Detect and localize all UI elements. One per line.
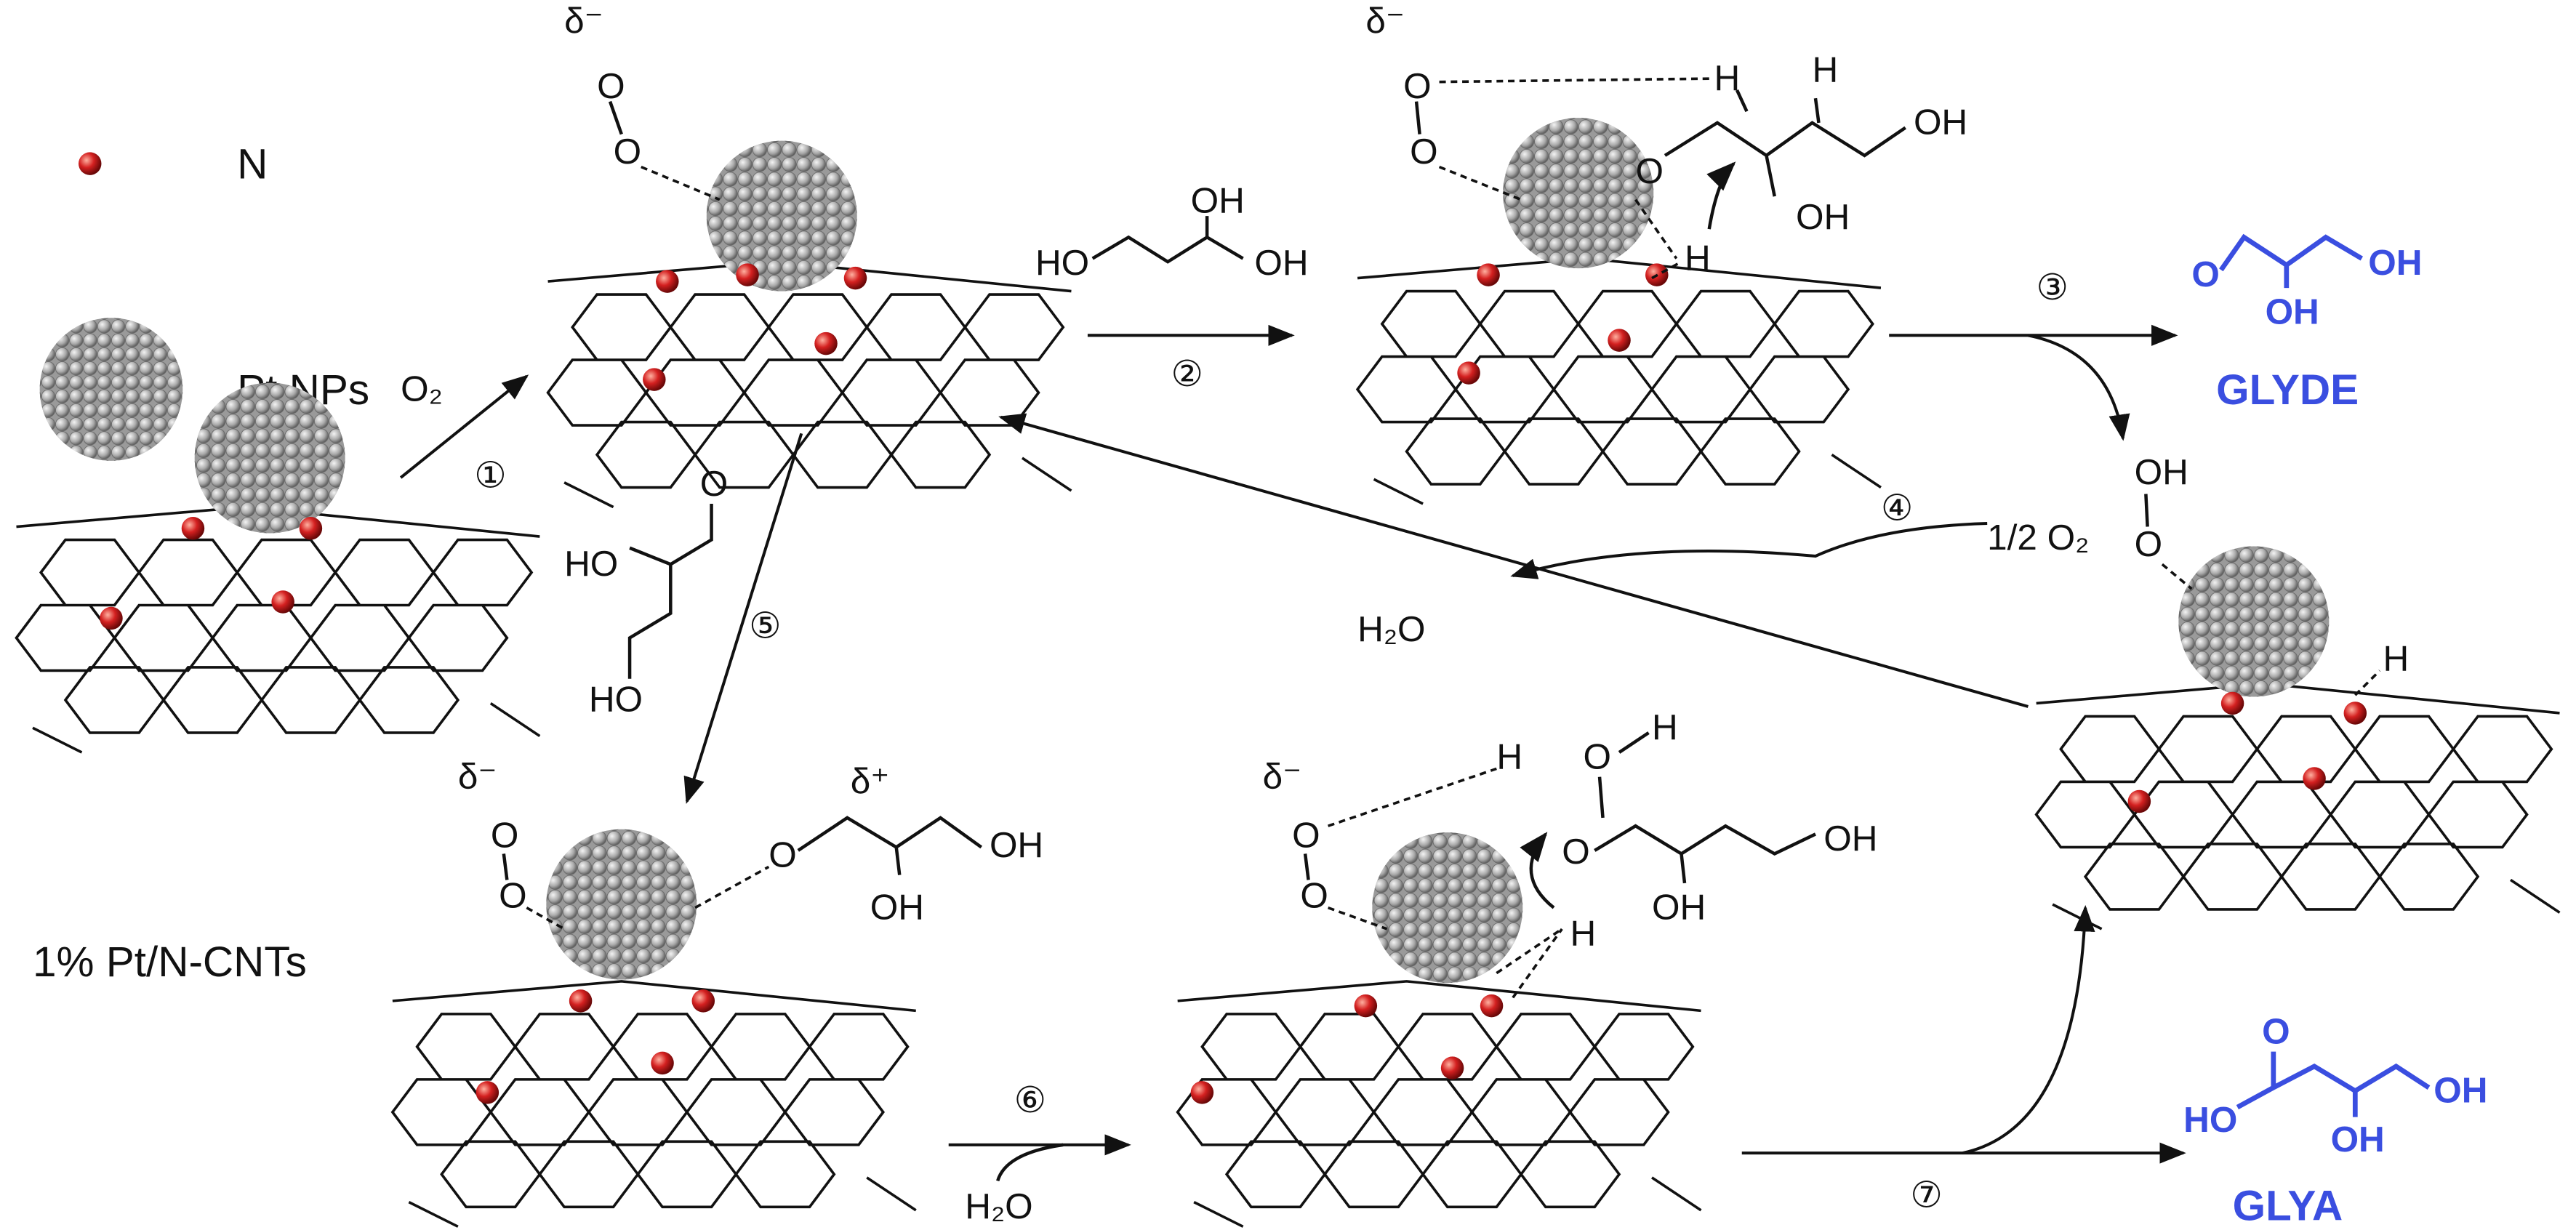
catalyst-label: 1% Pt/N-CNTs (33, 938, 307, 986)
step1-number: ① (474, 454, 506, 497)
oxygen-label: O (1292, 815, 1320, 855)
intermediate-hydrated-aldehyde: δ⁻ O O H O H O OH OH H (1176, 707, 1877, 1229)
catalyst-structure: 1% Pt/N-CNTs (15, 382, 542, 986)
glya-ho-label: HO (2183, 1100, 2237, 1140)
glya-oxygen-label: O (2262, 1011, 2290, 1051)
hydroperoxy-oh-label: OH (2135, 452, 2188, 492)
step5-arrow (683, 433, 803, 804)
glyde-label: GLYDE (2216, 366, 2359, 414)
half-o2-reagent: 1/2 O₂ (1987, 518, 2089, 558)
legend-n-label: N (237, 140, 268, 188)
glyde-oh-label: OH (2368, 243, 2422, 283)
step4-number: ④ (1881, 487, 1913, 529)
intermediate-o2-adsorbed: δ⁻ O O (546, 1, 1073, 509)
nitrogen-dot-icon (78, 152, 102, 175)
hydrogen-label: H (1652, 707, 1678, 747)
oxygen-label: O (597, 66, 625, 106)
intermediate-ooh-h: OH O H (2034, 452, 2561, 930)
hydroxyl-label: OH (1652, 887, 1706, 927)
step3-number: ③ (2037, 266, 2069, 308)
hydrogen-label: H (1685, 238, 1711, 278)
oxygen-label: O (614, 132, 641, 172)
oxygen-label: O (1636, 151, 1664, 191)
hydrogen-label: H (1496, 736, 1522, 776)
hydroxyl-label: OH (990, 825, 1043, 865)
glya-oh-label: OH (2433, 1070, 2487, 1110)
oxygen-label: O (499, 876, 526, 916)
delta-minus-label: δ⁻ (1365, 1, 1405, 41)
glycerol-oh-label: OH (1254, 243, 1308, 283)
oxygen-label: O (1584, 736, 1611, 776)
glya-product: O HO OH OH GLYA (2183, 1011, 2487, 1229)
step4-arrow (998, 413, 2029, 708)
step1-arrow (399, 374, 529, 479)
glyde-oh-label: OH (2266, 292, 2319, 332)
o2-reagent: O₂ (401, 369, 443, 409)
glya-oh-label: OH (2331, 1120, 2385, 1159)
intermediate-glycerol-adsorbed: δ⁻ O O H H O OH OH H (1356, 1, 1967, 505)
oxygen-label: O (769, 835, 796, 875)
hydroxyl-label: OH (1823, 819, 1877, 859)
delta-minus-label: δ⁻ (458, 756, 497, 796)
pt-nanoparticle-icon (39, 318, 183, 461)
h2o-byproduct-step4: H₂O (1357, 609, 1425, 649)
glyde-product: O OH OH GLYDE (2191, 233, 2423, 414)
glyceraldehyde-ho-label: HO (589, 680, 643, 720)
glycerol-oh-label: OH (1191, 181, 1245, 221)
hydrogen-label: H (1570, 913, 1597, 953)
hydroxyl-label: OH (870, 887, 924, 927)
glyceraldehyde-molecule: O HO HO (564, 464, 728, 720)
hydroxyl-label: OH (1914, 102, 1967, 142)
hydroxyl-label: OH (1796, 197, 1850, 237)
glya-label: GLYA (2233, 1182, 2343, 1229)
oxygen-label: O (1403, 66, 1431, 106)
step7-curved-arrow (1962, 905, 2095, 1155)
hydrogen-label: H (1714, 58, 1741, 98)
step2-number: ② (1171, 353, 1203, 395)
intermediate-glyceraldehyde-adsorbed: δ⁻ O O O δ⁺ OH OH (391, 756, 1043, 1229)
oxygen-label: O (1410, 132, 1437, 172)
step5-number: ⑤ (749, 604, 781, 646)
delta-minus-label: δ⁻ (1263, 756, 1302, 796)
step3-curved-arrow (2028, 334, 2130, 441)
glyde-oxygen-label: O (2191, 254, 2219, 294)
glycerol-molecule: HO OH OH (1035, 181, 1309, 283)
hydrogen-label: H (2383, 638, 2410, 678)
oxygen-label: O (2135, 524, 2162, 564)
oxygen-label: O (1300, 876, 1328, 916)
glycerol-ho-label: HO (1035, 243, 1089, 283)
delta-minus-label: δ⁻ (564, 1, 603, 41)
delta-plus-label: δ⁺ (851, 761, 890, 801)
oxygen-label: O (491, 815, 518, 855)
oxygen-label: O (1562, 832, 1589, 872)
glyceraldehyde-o-label: O (700, 464, 728, 504)
step6-number: ⑥ (1014, 1079, 1046, 1121)
hydrogen-label: H (1812, 50, 1838, 90)
step7-number: ⑦ (1910, 1173, 1942, 1215)
step4-curved-arrow (1510, 522, 1988, 579)
glyceraldehyde-ho-label: HO (564, 544, 618, 584)
h2o-reagent-step6: H₂O (965, 1186, 1032, 1226)
